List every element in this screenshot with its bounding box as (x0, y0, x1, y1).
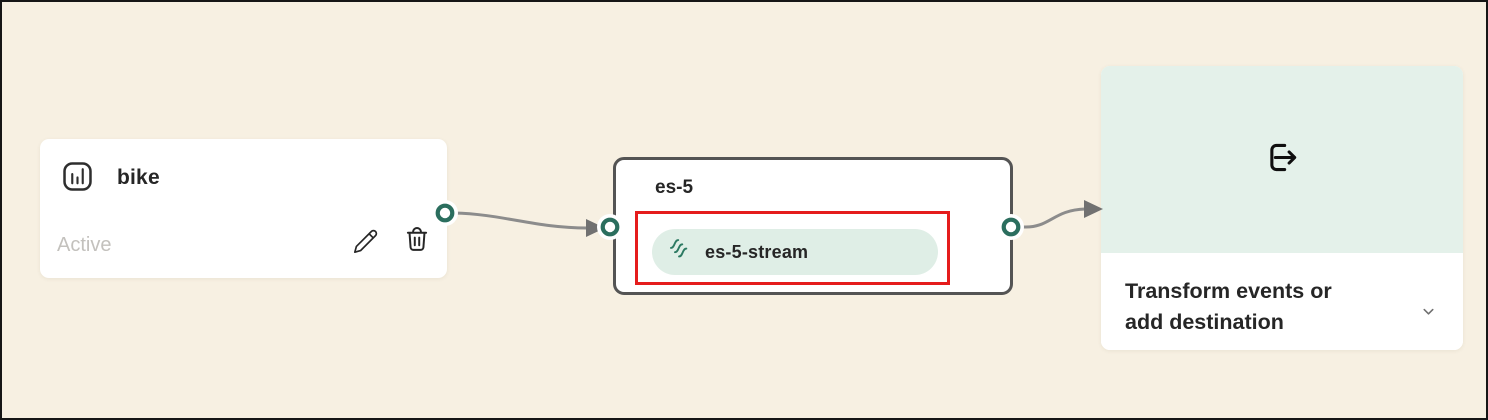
pencil-icon (352, 229, 379, 258)
stream-pill-es-5-stream[interactable]: es-5-stream (652, 229, 938, 275)
stream-node-title: es-5 (655, 177, 694, 198)
stream-node-es-5[interactable]: es-5 es-5-stream (613, 157, 1013, 295)
input-port-es5[interactable] (597, 214, 623, 240)
menu-label-line-1: Transform events or (1125, 279, 1332, 303)
source-node-bike[interactable]: bike Active (40, 139, 447, 278)
datasource-bar-chart-icon (62, 161, 93, 197)
destination-header[interactable] (1101, 66, 1463, 253)
output-port-es5[interactable] (998, 214, 1024, 240)
source-status-label: Active (57, 234, 112, 256)
chevron-down-icon[interactable] (1420, 303, 1437, 320)
destination-node: Transform events or add destination (1101, 66, 1463, 350)
edge-bike-to-es5 (452, 211, 589, 230)
output-port-bike[interactable] (432, 200, 458, 226)
edge-es5-to-destination (1022, 207, 1087, 229)
transform-or-destination-menu[interactable]: Transform events or add destination (1101, 253, 1463, 350)
menu-label-line-2: add destination (1125, 310, 1284, 334)
export-arrow-icon (1264, 139, 1301, 181)
delete-button[interactable] (403, 225, 431, 253)
source-node-title: bike (117, 166, 160, 189)
edit-button[interactable] (352, 228, 379, 255)
stream-waves-icon (668, 236, 695, 268)
stream-pill-label: es-5-stream (705, 241, 809, 262)
trash-icon (403, 227, 431, 256)
